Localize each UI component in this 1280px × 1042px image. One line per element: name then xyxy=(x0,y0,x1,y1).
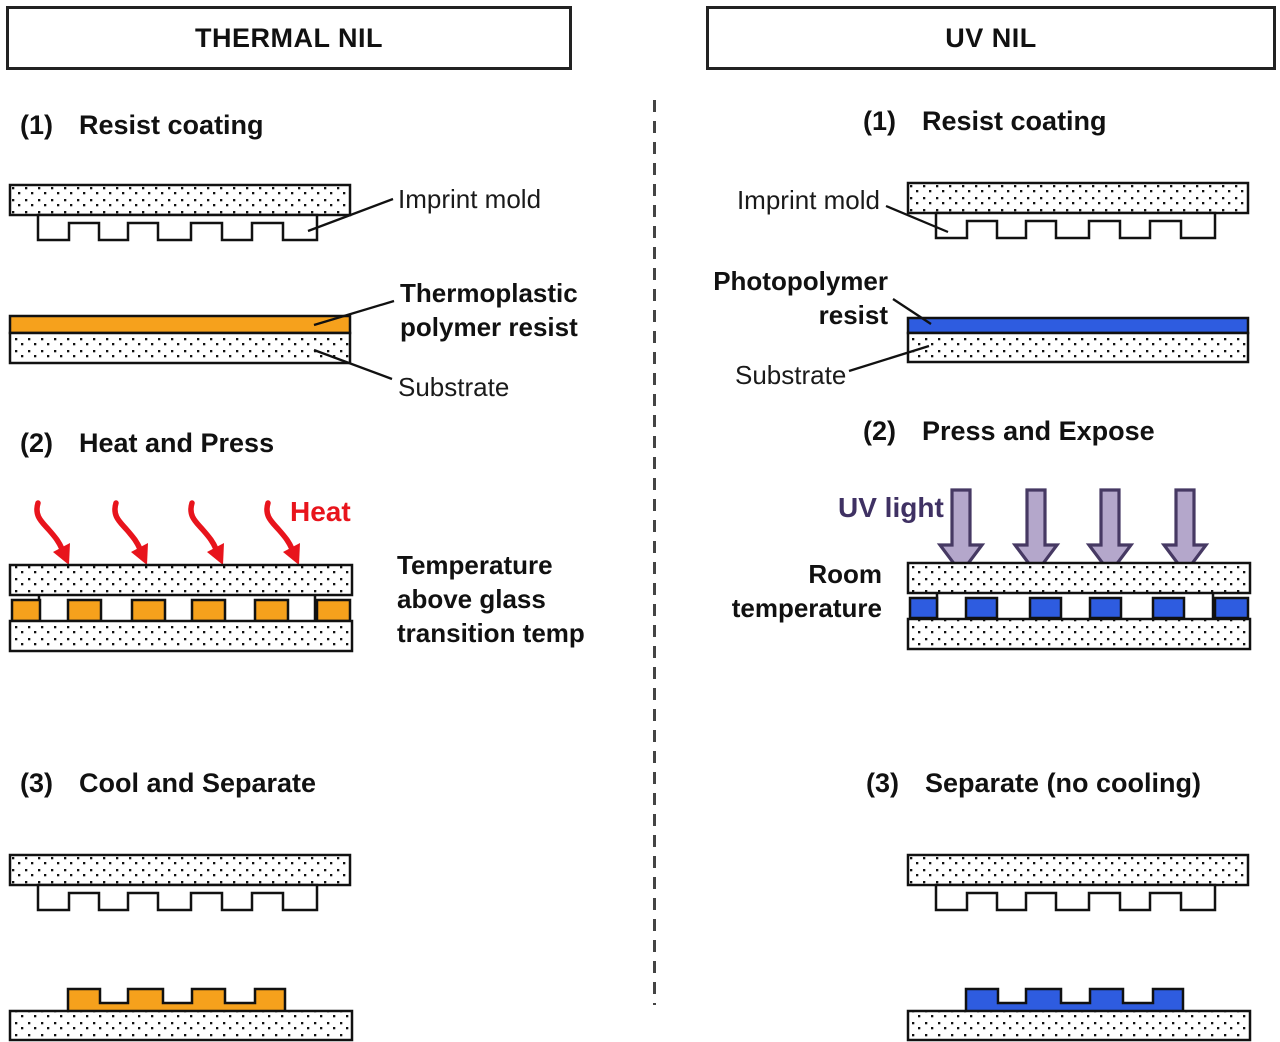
thermal-substrate-label: Substrate xyxy=(398,372,510,402)
uv-imprint-mold-step3 xyxy=(906,853,1250,912)
uv-substrate-step1 xyxy=(906,331,1250,364)
step-number: (3) xyxy=(866,768,899,798)
room-temperature-label: Room temperature xyxy=(731,559,882,623)
step-label: Heat and Press xyxy=(79,428,275,458)
uv-imprint-mold-step1 xyxy=(906,181,1250,240)
thermal-step3-heading: (3) Cool and Separate xyxy=(20,768,316,799)
uv-leader-lines xyxy=(848,204,949,373)
step-number: (3) xyxy=(20,768,53,798)
thermal-nil-title: THERMAL NIL xyxy=(195,22,383,53)
step-label: Cool and Separate xyxy=(79,768,317,798)
uv-step3-heading: (3) Separate (no cooling) xyxy=(866,768,1201,799)
thermal-step2-heading: (2) Heat and Press xyxy=(20,428,274,459)
uv-press-mold-bar xyxy=(906,561,1252,595)
thermal-resist-label: Thermoplastic polymer resist xyxy=(400,278,578,342)
thermal-nil-header: THERMAL NIL xyxy=(6,6,572,70)
uv-step1-heading: (1) Resist coating xyxy=(863,106,1107,137)
thermal-substrate-step1 xyxy=(8,331,352,365)
uv-nil-header: UV NIL xyxy=(706,6,1276,70)
step-number: (1) xyxy=(863,106,896,136)
heat-arrows xyxy=(34,500,295,552)
uv-substrate-step3 xyxy=(906,1009,1252,1042)
uv-light-arrows xyxy=(936,488,1210,576)
thermal-leader-lines xyxy=(307,197,395,381)
uv-substrate-label: Substrate xyxy=(735,360,847,390)
thermal-press-resist-blocks xyxy=(10,598,352,623)
uv-nil-title: UV NIL xyxy=(945,22,1037,53)
step-label: Resist coating xyxy=(922,106,1107,136)
step-label: Press and Expose xyxy=(922,416,1155,446)
thermal-substrate-step3 xyxy=(8,1009,354,1042)
step-label: Separate (no cooling) xyxy=(925,768,1202,798)
step-number: (1) xyxy=(20,110,53,140)
step-number: (2) xyxy=(20,428,53,458)
thermal-press-substrate xyxy=(8,619,354,653)
uv-light-label: UV light xyxy=(838,492,944,523)
thermal-imprint-mold-step3 xyxy=(8,853,352,912)
uv-resist-label: Photopolymer resist xyxy=(713,266,888,330)
uv-press-resist-blocks xyxy=(908,596,1250,620)
glass-transition-label: Temperature above glass transition temp xyxy=(397,550,585,648)
column-divider xyxy=(653,100,656,1005)
thermal-patterned-resist xyxy=(66,987,287,1014)
uv-patterned-resist xyxy=(964,987,1185,1014)
thermal-imprint-mold-label: Imprint mold xyxy=(398,184,542,214)
step-number: (2) xyxy=(863,416,896,446)
heat-arrowheads xyxy=(53,543,300,565)
step-label: Resist coating xyxy=(79,110,264,140)
thermal-step1-heading: (1) Resist coating xyxy=(20,110,264,141)
heat-label: Heat xyxy=(290,496,351,527)
uv-resist-layer xyxy=(906,316,1250,335)
uv-imprint-mold-label: Imprint mold xyxy=(736,185,880,215)
thermal-resist-layer xyxy=(8,314,352,335)
uv-press-substrate xyxy=(906,617,1252,651)
thermal-press-mold-bar xyxy=(8,563,354,597)
uv-step2-heading: (2) Press and Expose xyxy=(863,416,1155,447)
thermal-imprint-mold-step1 xyxy=(8,183,352,242)
